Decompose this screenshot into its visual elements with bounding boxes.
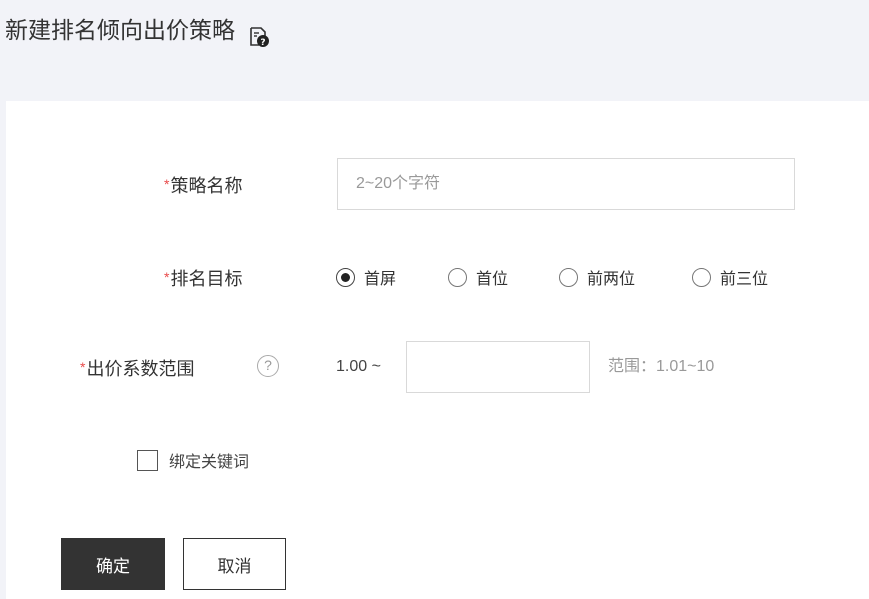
strategy-name-label: *策略名称 <box>164 176 243 196</box>
question-circle-icon[interactable]: ? <box>257 355 279 377</box>
page-title: 新建排名倾向出价策略 ? <box>5 10 269 50</box>
radio-checked-icon[interactable] <box>336 267 355 287</box>
radio-option-top-two[interactable]: 前两位 <box>559 265 635 289</box>
bind-keywords-label: 绑定关键词 <box>169 454 250 471</box>
bid-range-min-value: 1.00 ~ <box>336 358 381 375</box>
radio-option-first-screen[interactable]: 首屏 <box>336 265 396 289</box>
help-doc-icon[interactable]: ? <box>248 20 269 48</box>
bid-range-hint: 范围：1.01~10 <box>608 358 715 375</box>
radio-option-top-three[interactable]: 前三位 <box>692 265 768 289</box>
bind-keywords-checkbox[interactable] <box>137 449 158 471</box>
page-title-text: 新建排名倾向出价策略 <box>5 17 235 43</box>
radio-unchecked-icon[interactable] <box>448 267 468 287</box>
required-mark: * <box>80 359 86 375</box>
required-mark: * <box>164 269 170 285</box>
svg-text:?: ? <box>260 38 265 48</box>
cancel-button[interactable]: 取消 <box>183 538 286 590</box>
strategy-name-input[interactable] <box>337 158 795 210</box>
confirm-button[interactable]: 确定 <box>61 538 165 590</box>
rank-target-label: *排名目标 <box>164 269 243 289</box>
radio-unchecked-icon[interactable] <box>692 267 712 287</box>
required-mark: * <box>164 176 170 192</box>
bid-range-label: *出价系数范围 <box>80 359 195 379</box>
rank-target-radio-group: 首屏 首位 前两位 前三位 <box>336 265 768 289</box>
radio-option-first-position[interactable]: 首位 <box>448 265 508 289</box>
bid-range-max-input[interactable] <box>406 341 590 393</box>
bind-keywords-checkbox-row[interactable]: 绑定关键词 <box>137 448 249 472</box>
radio-unchecked-icon[interactable] <box>559 267 579 287</box>
